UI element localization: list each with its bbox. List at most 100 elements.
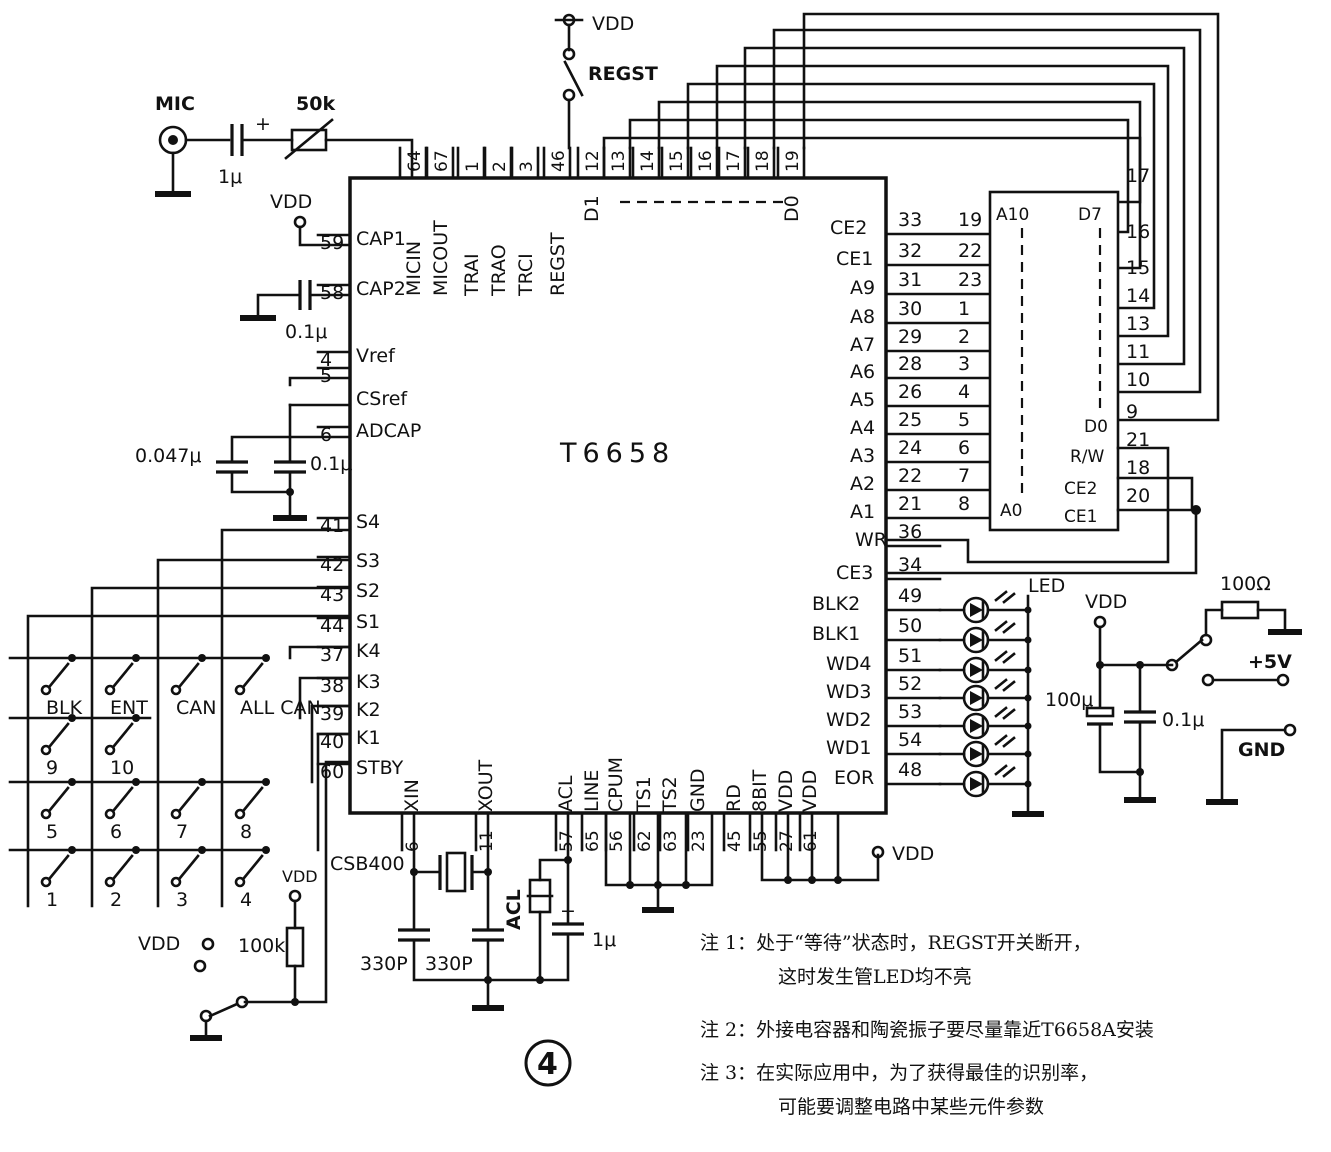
cap2-label: 0.1μ: [285, 321, 327, 343]
key-label-0-0: BLK: [46, 697, 83, 719]
key-switch-0-3-bottom: [234, 684, 246, 696]
key-switch-1-0-top: [68, 714, 76, 722]
led-label: LED: [1028, 575, 1065, 597]
memory-ce2-pin: 18: [1126, 457, 1150, 479]
led-diode-0: [970, 603, 983, 617]
left-pin-name-9: S1: [356, 611, 380, 633]
left-pin-name-2: Vref: [356, 345, 396, 367]
bus-wire-2: [743, 46, 1186, 366]
key-switch-2-0-blade: [48, 786, 70, 812]
bottom-pin-number-6: 63: [661, 830, 681, 852]
bottom-pin-number-4: 56: [607, 830, 627, 852]
mem-ce2: CE2: [1064, 479, 1097, 499]
key-row-link-0: [288, 645, 352, 660]
right-pin-name-9: A2: [850, 473, 875, 495]
left-pin-name-1: CAP2: [356, 278, 406, 300]
top-pin-number-7: 13: [609, 150, 629, 172]
top-pin-number-4: 3: [517, 161, 537, 172]
bottom-pin-name-11: VDD: [799, 770, 821, 812]
key-switch-0-2-bottom: [170, 684, 182, 696]
right-pin-name-10: A1: [850, 501, 875, 523]
cap1-vdd-label: VDD: [270, 191, 312, 213]
key-switch-1-1-bottom: [104, 744, 116, 756]
led-diode-3: [970, 691, 983, 705]
right-pin-number-16: 52: [898, 673, 922, 695]
right-pin-number-9: 22: [898, 465, 922, 487]
key-switch-2-3-bottom: [234, 808, 246, 820]
key-switch-3-1-bottom: [104, 876, 116, 888]
bottom-pin-name-7: GND: [687, 768, 709, 812]
memory-data-pin-4: 13: [1126, 313, 1150, 335]
top-pin-name-5: REGST: [547, 232, 569, 296]
top-pin-number-0: 64: [405, 150, 425, 172]
right-pin-name-15: WD4: [826, 653, 872, 675]
left-pin-number-2: 4: [320, 349, 332, 371]
led-diode-6: [970, 777, 983, 791]
left-pin-name-0: CAP1: [356, 228, 406, 250]
key-switch-3-2-bottom: [170, 876, 182, 888]
led-rays-4: [994, 706, 1016, 720]
key-label-2-3: 8: [240, 821, 252, 843]
note-1-text: 处于“等待”状态时，REGST开关断开，: [756, 932, 1092, 954]
key-switch-3-1-top: [132, 846, 140, 854]
right-pin-name-3: A8: [850, 306, 875, 328]
memory-chip: [988, 190, 1120, 532]
note-1-line2: 这时发生管LED均不亮: [778, 962, 972, 989]
top-pin-name-1: MICOUT: [430, 220, 452, 296]
top-pin-name-3: TRAO: [488, 244, 510, 297]
left-pin-name-5: ADCAP: [356, 420, 421, 442]
right-pin-name-0: CE2: [830, 217, 867, 239]
left-pin-name-7: S3: [356, 550, 380, 572]
led-array: [938, 590, 1044, 817]
right-pin-number-17: 53: [898, 701, 922, 723]
right-pin-name-14: BLK1: [812, 623, 860, 645]
right-pin-name-7: A4: [850, 417, 875, 439]
right-pin-number-1: 32: [898, 240, 922, 262]
right-pin-number-3: 30: [898, 298, 922, 320]
memory-data-pin-5: 11: [1126, 341, 1150, 363]
ground-tie-bottom: [604, 811, 714, 913]
left-pin-number-9: 44: [320, 615, 344, 637]
key-switch-2-3-blade: [242, 786, 264, 812]
acl-circuit: +: [526, 811, 584, 984]
crystal-label: CSB400: [330, 853, 405, 875]
microphone: [155, 125, 191, 197]
top-pin-number-13: 19: [783, 150, 803, 172]
chip-name: T6658: [559, 438, 675, 469]
top-pin-number-3: 2: [490, 161, 510, 172]
right-pin-number-8: 24: [898, 437, 922, 459]
key-switch-0-3-blade: [242, 662, 264, 688]
top-pin-name-0: MICIN: [403, 241, 425, 296]
right-pin-name-12: CE3: [836, 562, 873, 584]
key-switch-2-1-top: [132, 778, 140, 786]
memory-address-pin-8: 6: [958, 437, 970, 459]
mem-ce1: CE1: [1064, 507, 1097, 527]
led-rays-5: [994, 734, 1016, 748]
left-pin-name-13: K1: [356, 727, 381, 749]
standby-circuit: [190, 760, 352, 1041]
top-pin-number-2: 1: [463, 161, 483, 172]
left-pin-name-14: STBY: [356, 757, 404, 779]
svg-text:+: +: [560, 900, 576, 922]
memory-address-pin-7: 5: [958, 409, 970, 431]
key-switch-0-2-blade: [178, 662, 200, 688]
left-pin-number-7: 42: [320, 554, 344, 576]
led-diode-4: [970, 719, 983, 733]
cap-330-b-label: 330P: [425, 953, 473, 975]
memory-address-pin-2: 23: [958, 269, 982, 291]
memory-data-pin-2: 15: [1126, 257, 1150, 279]
resistor-100-label: 100Ω: [1220, 573, 1271, 595]
led-diode-2: [970, 663, 983, 677]
led-rays-6: [994, 764, 1016, 778]
left-pin-name-6: S4: [356, 511, 380, 533]
regst-switch[interactable]: [554, 13, 584, 150]
right-pin-name-4: A7: [850, 334, 875, 356]
key-switch-3-3-blade: [242, 854, 264, 880]
left-pin-number-10: 37: [320, 644, 344, 666]
top-pin-group: 64MICIN67MICOUT1TRAI2TRAO3TRCI46REGST12D…: [398, 146, 806, 297]
memory-address-pin-6: 4: [958, 381, 970, 403]
key-switch-2-2-top: [198, 778, 206, 786]
bottom-pin-name-4: CPUM: [605, 757, 627, 812]
key-label-0-1: ENT: [110, 697, 148, 719]
